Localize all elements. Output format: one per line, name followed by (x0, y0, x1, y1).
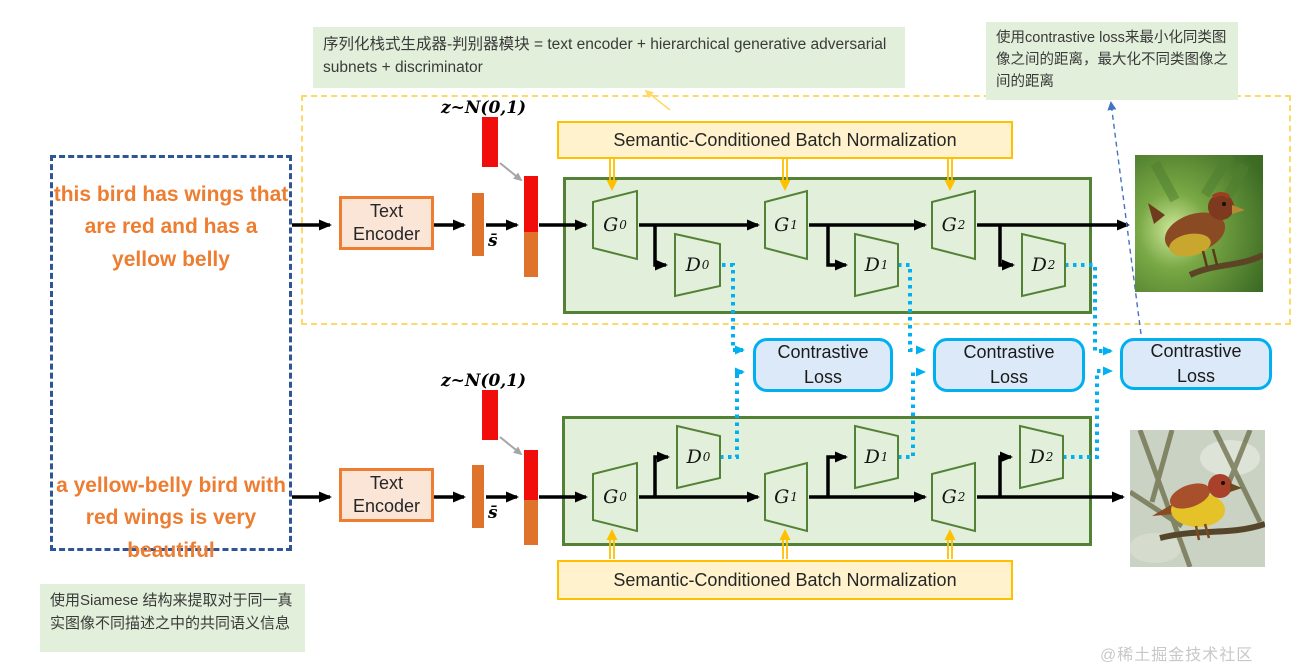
gan-subnet-panel-top (563, 177, 1092, 314)
concat-noise-bar-top (524, 176, 538, 232)
sentence-embedding-label-top: s̄ (488, 231, 498, 251)
bird-illustration-top (1148, 192, 1245, 268)
watermark: @稀土掘金技术社区 (1100, 647, 1254, 664)
contrastive-loss-box-2: Contrastive Loss (933, 338, 1085, 392)
contrastive-loss-box-3: Contrastive Loss (1120, 338, 1272, 390)
noise-vector-bar-top (482, 117, 498, 167)
contrastive-loss-box-1: Contrastive Loss (753, 338, 893, 392)
sentence-embedding-label-bottom: s̄ (488, 503, 498, 523)
noise-label-top: z~N(0,1) (441, 98, 527, 118)
output-image-bottom (1130, 430, 1265, 567)
scbn-box-bottom: Semantic-Conditioned Batch Normalization (557, 560, 1013, 600)
scbn-box-top: Semantic-Conditioned Batch Normalization (557, 121, 1013, 159)
concat-noise-bar-bottom (524, 450, 538, 500)
text-encoder-bottom: Text Encoder (339, 468, 434, 522)
output-image-top (1135, 155, 1263, 292)
concat-embedding-bar-top (524, 232, 538, 277)
siamese-annotation-note: 使用Siamese 结构来提取对于同一真实图像不同描述之中的共同语义信息 (40, 584, 305, 652)
noise-label-bottom: z~N(0,1) (441, 371, 527, 391)
input-caption-bottom: a yellow-belly bird with red wings is ve… (56, 473, 286, 562)
contrastive-annotation-note: 使用contrastive loss来最小化同类图像之间的距离，最大化不同类图像… (986, 22, 1238, 100)
sentence-embedding-bar-bottom (472, 465, 484, 528)
concat-embedding-bar-bottom (524, 500, 538, 545)
module-annotation-note: 序列化栈式生成器-判别器模块 = text encoder + hierarch… (313, 27, 905, 88)
input-caption-top: this bird has wings that are red and has… (53, 182, 289, 271)
stack-gan-module-dashed-container (301, 95, 1291, 325)
sentence-embedding-bar-top (472, 193, 484, 256)
gan-subnet-panel-bottom (562, 416, 1092, 546)
noise-vector-bar-bottom (482, 390, 498, 440)
bird-illustration-bottom (1152, 474, 1242, 541)
text-encoder-top: Text Encoder (339, 196, 434, 250)
text-descriptions-dashed-container (50, 155, 292, 551)
